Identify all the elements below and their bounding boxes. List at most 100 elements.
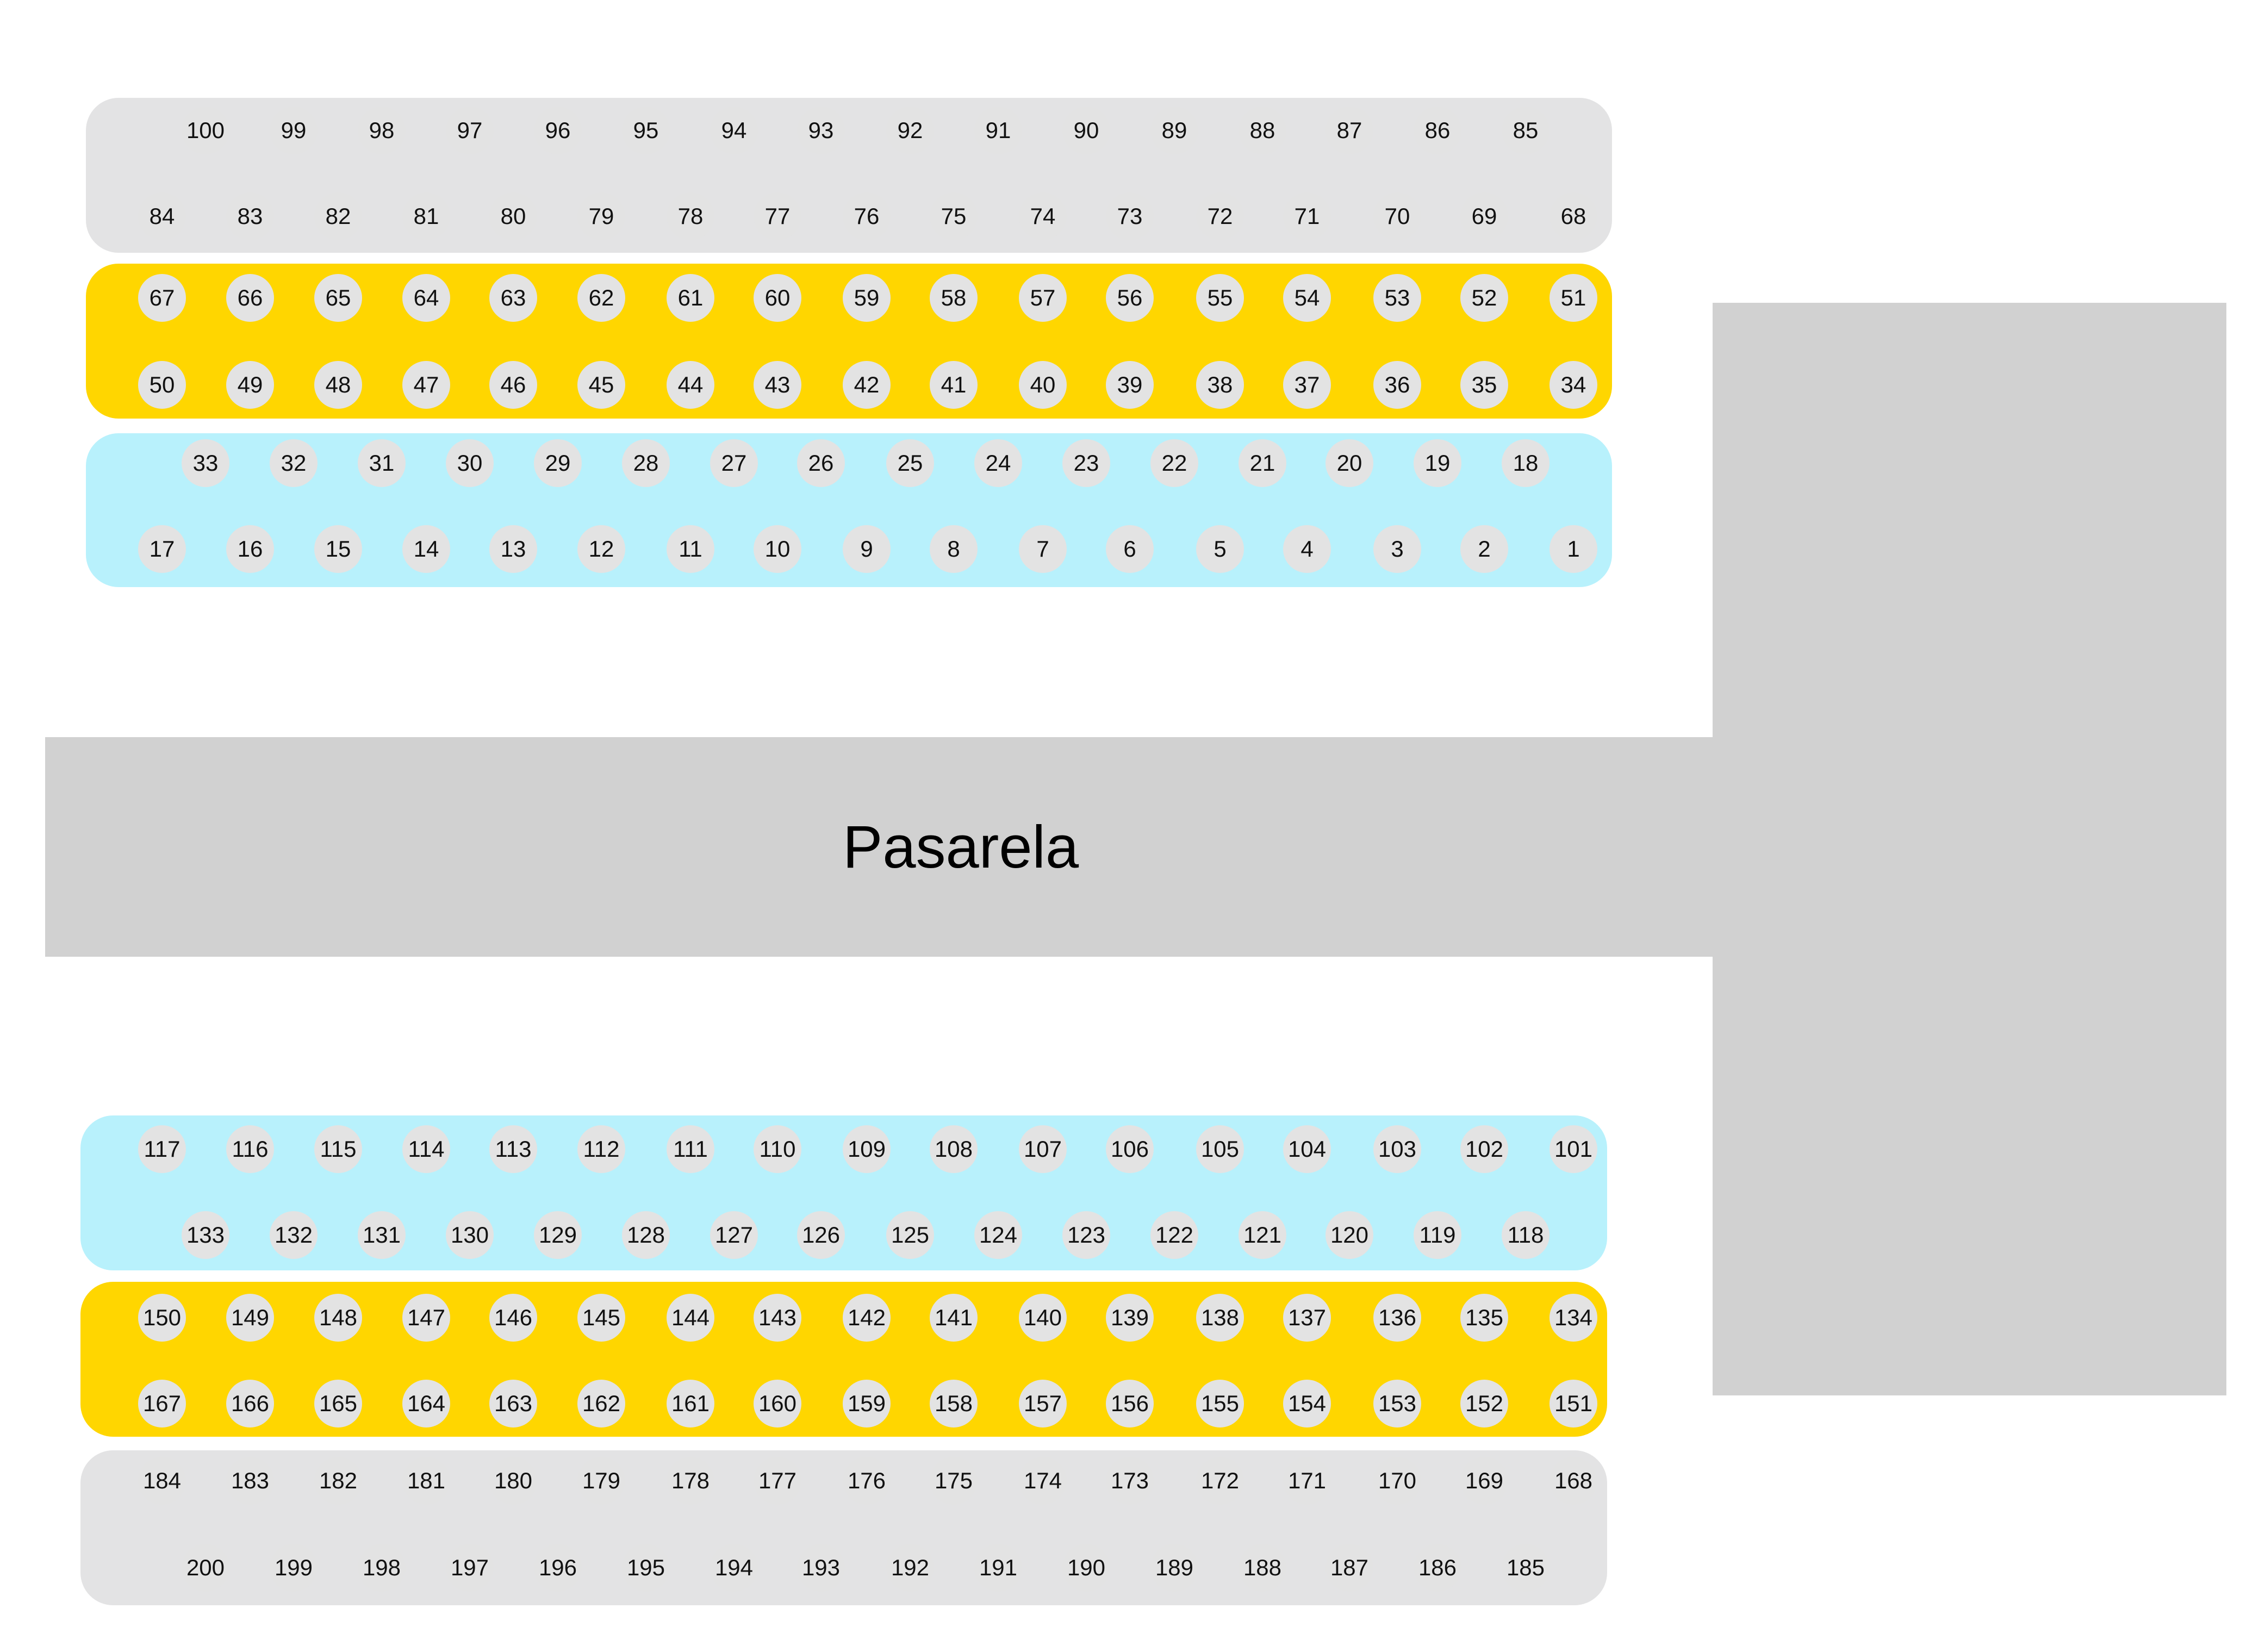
seat-89[interactable]: 89 (1150, 107, 1198, 154)
seat-157[interactable]: 157 (1019, 1380, 1067, 1427)
seat-111[interactable]: 111 (667, 1125, 714, 1173)
seat-60[interactable]: 60 (754, 274, 801, 322)
seat-55[interactable]: 55 (1196, 274, 1244, 322)
seat-67[interactable]: 67 (138, 274, 186, 322)
seat-31[interactable]: 31 (358, 439, 406, 487)
seat-79[interactable]: 79 (577, 192, 625, 240)
seat-178[interactable]: 178 (667, 1457, 714, 1505)
seat-190[interactable]: 190 (1062, 1544, 1110, 1592)
seat-122[interactable]: 122 (1150, 1211, 1198, 1259)
seat-181[interactable]: 181 (402, 1457, 450, 1505)
seat-72[interactable]: 72 (1196, 192, 1244, 240)
seat-176[interactable]: 176 (843, 1457, 891, 1505)
seat-23[interactable]: 23 (1062, 439, 1110, 487)
seat-29[interactable]: 29 (534, 439, 582, 487)
seat-198[interactable]: 198 (358, 1544, 406, 1592)
seat-88[interactable]: 88 (1239, 107, 1286, 154)
seat-56[interactable]: 56 (1106, 274, 1154, 322)
seat-123[interactable]: 123 (1062, 1211, 1110, 1259)
seat-139[interactable]: 139 (1106, 1294, 1154, 1342)
seat-82[interactable]: 82 (314, 192, 362, 240)
seat-5[interactable]: 5 (1196, 525, 1244, 573)
seat-75[interactable]: 75 (930, 192, 978, 240)
seat-187[interactable]: 187 (1325, 1544, 1373, 1592)
seat-52[interactable]: 52 (1460, 274, 1508, 322)
seat-59[interactable]: 59 (843, 274, 891, 322)
seat-149[interactable]: 149 (226, 1294, 274, 1342)
seat-151[interactable]: 151 (1549, 1380, 1597, 1427)
seat-32[interactable]: 32 (270, 439, 318, 487)
seat-49[interactable]: 49 (226, 361, 274, 409)
seat-34[interactable]: 34 (1549, 361, 1597, 409)
seat-26[interactable]: 26 (797, 439, 845, 487)
seat-126[interactable]: 126 (797, 1211, 845, 1259)
seat-92[interactable]: 92 (886, 107, 934, 154)
seat-145[interactable]: 145 (577, 1294, 625, 1342)
seat-155[interactable]: 155 (1196, 1380, 1244, 1427)
seat-28[interactable]: 28 (622, 439, 670, 487)
seat-17[interactable]: 17 (138, 525, 186, 573)
seat-63[interactable]: 63 (489, 274, 537, 322)
seat-57[interactable]: 57 (1019, 274, 1067, 322)
seat-83[interactable]: 83 (226, 192, 274, 240)
seat-199[interactable]: 199 (270, 1544, 318, 1592)
seat-184[interactable]: 184 (138, 1457, 186, 1505)
seat-143[interactable]: 143 (754, 1294, 801, 1342)
seat-133[interactable]: 133 (182, 1211, 229, 1259)
seat-121[interactable]: 121 (1239, 1211, 1286, 1259)
seat-100[interactable]: 100 (182, 107, 229, 154)
seat-87[interactable]: 87 (1325, 107, 1373, 154)
seat-7[interactable]: 7 (1019, 525, 1067, 573)
seat-97[interactable]: 97 (446, 107, 494, 154)
seat-180[interactable]: 180 (489, 1457, 537, 1505)
seat-2[interactable]: 2 (1460, 525, 1508, 573)
seat-118[interactable]: 118 (1502, 1211, 1549, 1259)
seat-21[interactable]: 21 (1239, 439, 1286, 487)
seat-128[interactable]: 128 (622, 1211, 670, 1259)
seat-53[interactable]: 53 (1373, 274, 1421, 322)
seat-148[interactable]: 148 (314, 1294, 362, 1342)
seat-161[interactable]: 161 (667, 1380, 714, 1427)
seat-119[interactable]: 119 (1414, 1211, 1461, 1259)
seat-116[interactable]: 116 (226, 1125, 274, 1173)
seat-13[interactable]: 13 (489, 525, 537, 573)
seat-80[interactable]: 80 (489, 192, 537, 240)
seat-74[interactable]: 74 (1019, 192, 1067, 240)
seat-163[interactable]: 163 (489, 1380, 537, 1427)
seat-174[interactable]: 174 (1019, 1457, 1067, 1505)
seat-189[interactable]: 189 (1150, 1544, 1198, 1592)
seat-185[interactable]: 185 (1502, 1544, 1549, 1592)
seat-144[interactable]: 144 (667, 1294, 714, 1342)
seat-91[interactable]: 91 (974, 107, 1022, 154)
seat-194[interactable]: 194 (710, 1544, 758, 1592)
seat-112[interactable]: 112 (577, 1125, 625, 1173)
seat-164[interactable]: 164 (402, 1380, 450, 1427)
seat-78[interactable]: 78 (667, 192, 714, 240)
seat-158[interactable]: 158 (930, 1380, 978, 1427)
seat-114[interactable]: 114 (402, 1125, 450, 1173)
seat-186[interactable]: 186 (1414, 1544, 1461, 1592)
seat-154[interactable]: 154 (1283, 1380, 1331, 1427)
seat-132[interactable]: 132 (270, 1211, 318, 1259)
seat-84[interactable]: 84 (138, 192, 186, 240)
seat-107[interactable]: 107 (1019, 1125, 1067, 1173)
seat-40[interactable]: 40 (1019, 361, 1067, 409)
seat-142[interactable]: 142 (843, 1294, 891, 1342)
seat-68[interactable]: 68 (1549, 192, 1597, 240)
seat-110[interactable]: 110 (754, 1125, 801, 1173)
seat-138[interactable]: 138 (1196, 1294, 1244, 1342)
seat-156[interactable]: 156 (1106, 1380, 1154, 1427)
seat-44[interactable]: 44 (667, 361, 714, 409)
seat-171[interactable]: 171 (1283, 1457, 1331, 1505)
seat-62[interactable]: 62 (577, 274, 625, 322)
seat-15[interactable]: 15 (314, 525, 362, 573)
seat-104[interactable]: 104 (1283, 1125, 1331, 1173)
seat-159[interactable]: 159 (843, 1380, 891, 1427)
seat-177[interactable]: 177 (754, 1457, 801, 1505)
seat-101[interactable]: 101 (1549, 1125, 1597, 1173)
seat-147[interactable]: 147 (402, 1294, 450, 1342)
seat-18[interactable]: 18 (1502, 439, 1549, 487)
seat-39[interactable]: 39 (1106, 361, 1154, 409)
seat-191[interactable]: 191 (974, 1544, 1022, 1592)
seat-30[interactable]: 30 (446, 439, 494, 487)
